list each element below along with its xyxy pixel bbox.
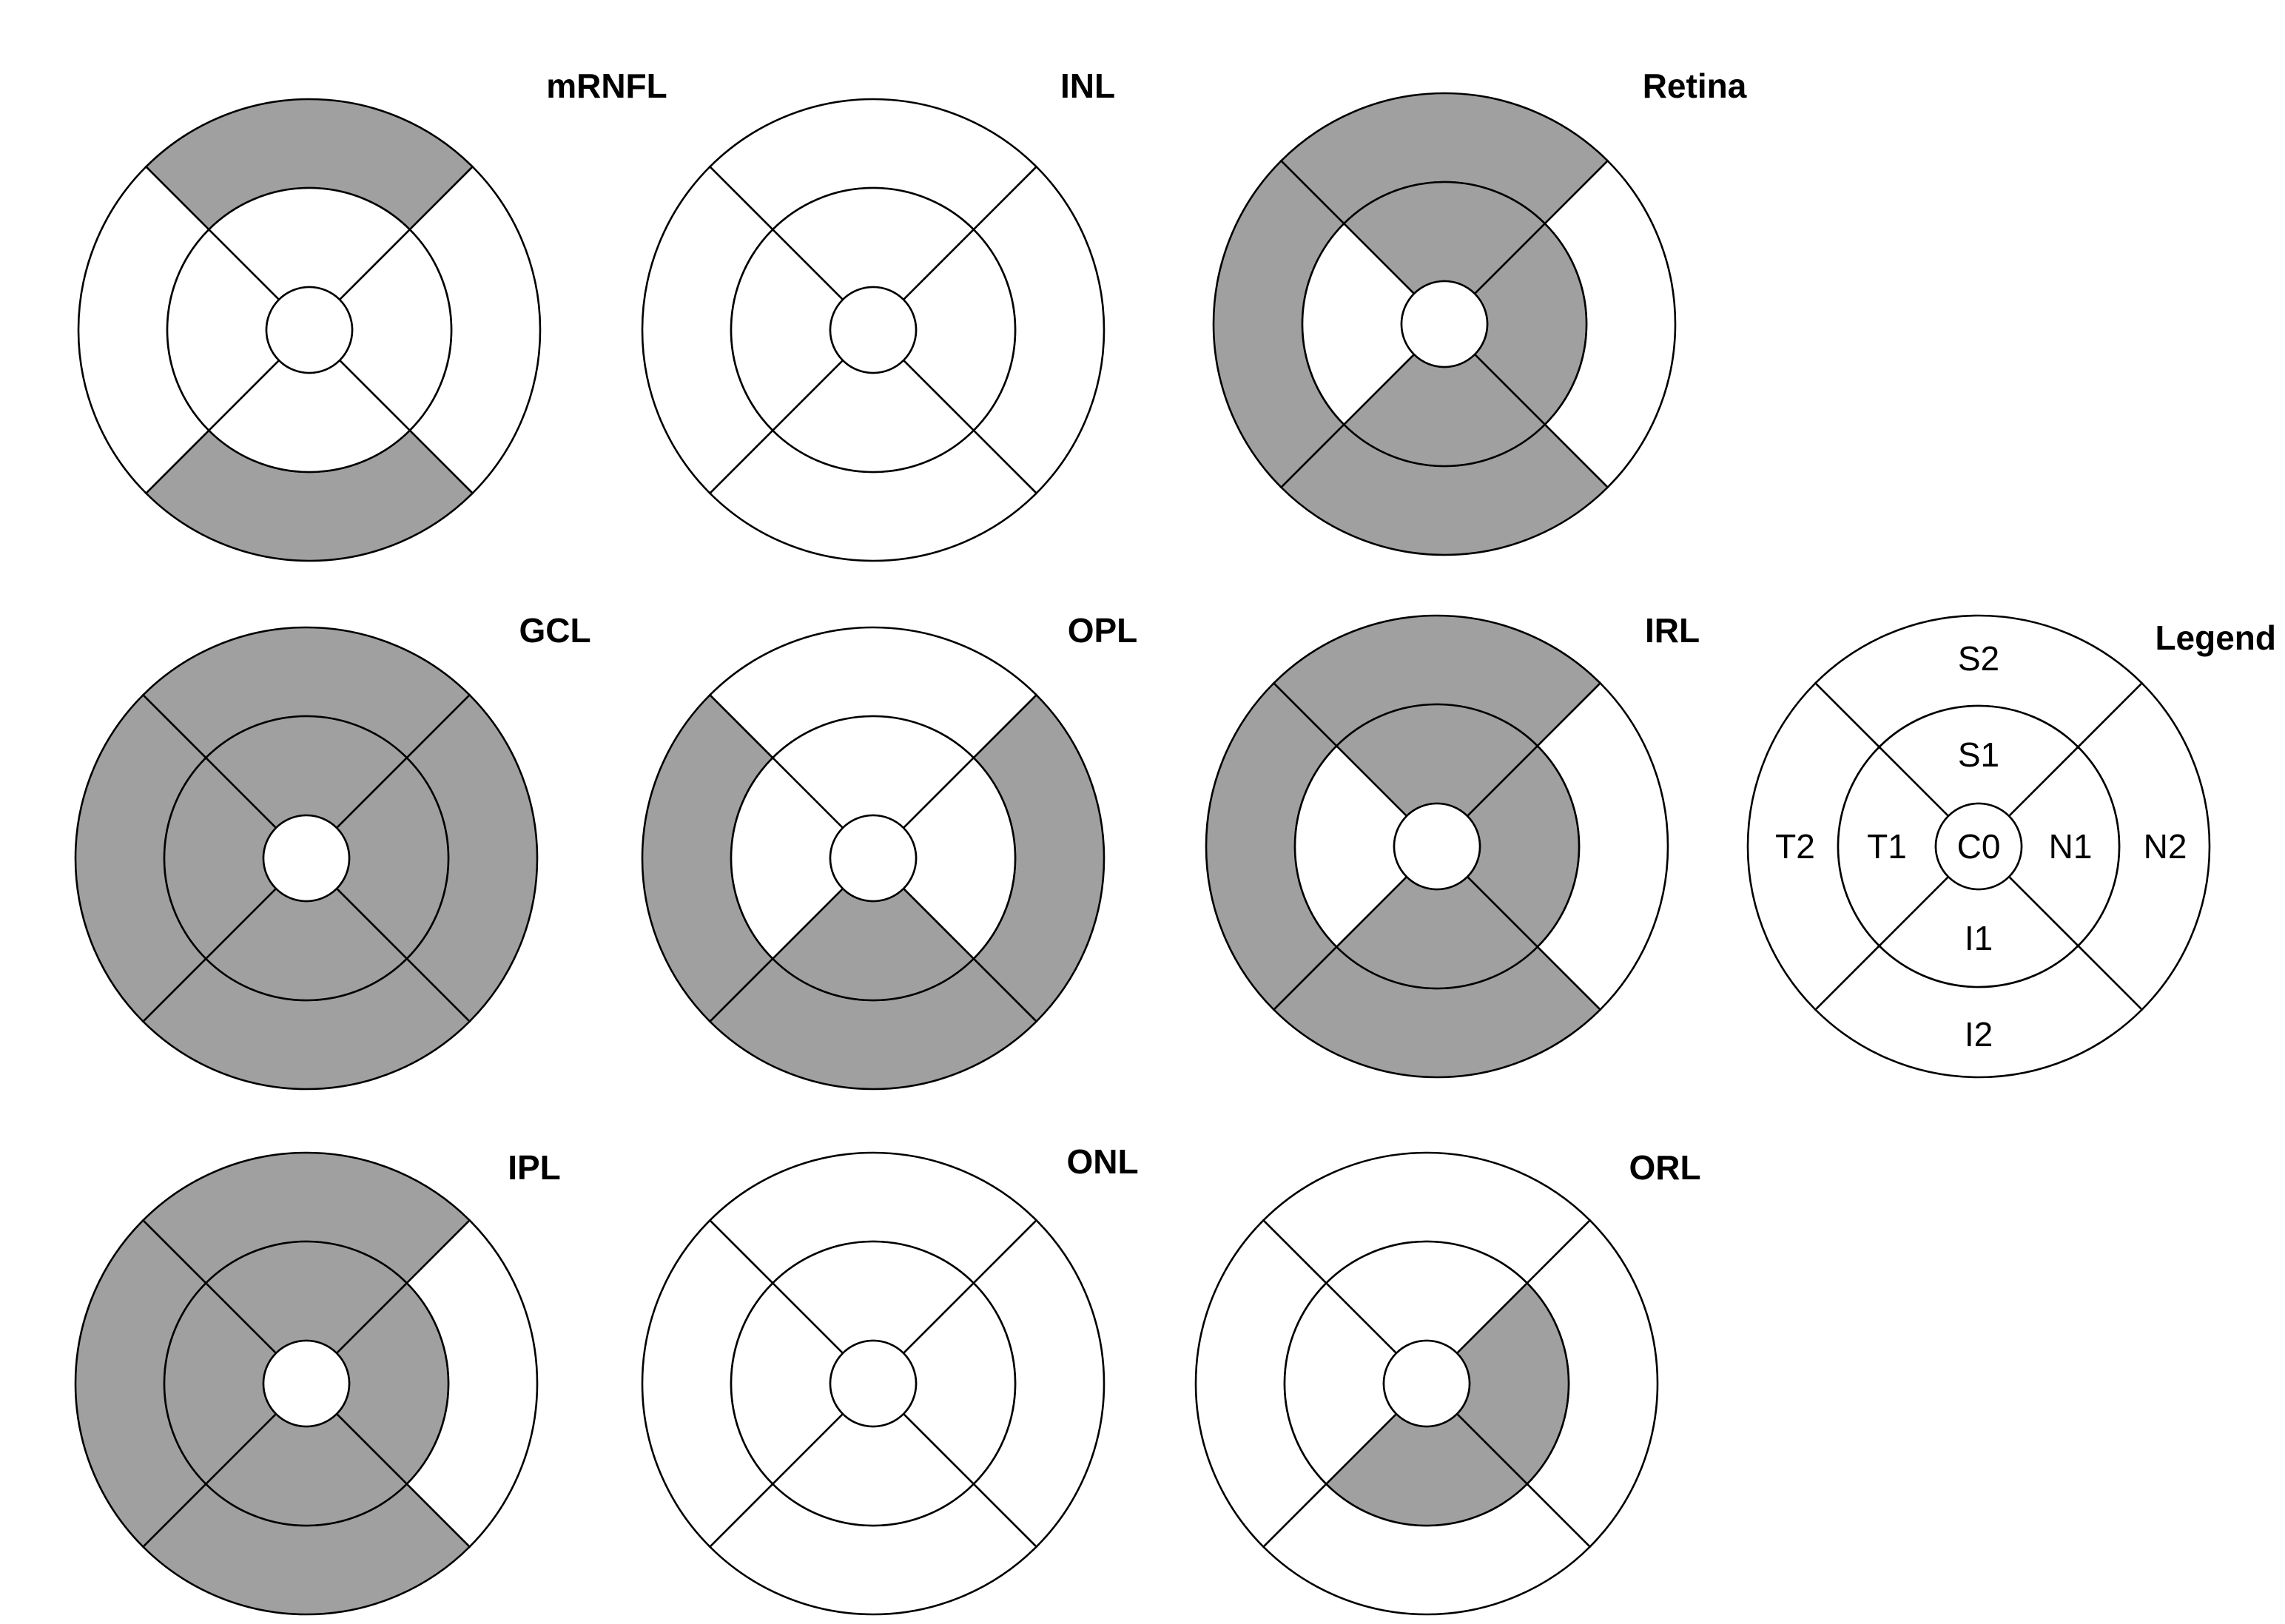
legend-label-c0: C0 bbox=[1957, 827, 2001, 866]
gcl-title: GCL bbox=[519, 611, 590, 650]
opl-sector-map bbox=[641, 626, 1106, 1091]
irl-sector-map bbox=[1205, 614, 1669, 1079]
legend-label-s1: S1 bbox=[1958, 735, 1999, 774]
gcl-sector-map bbox=[74, 626, 539, 1091]
legend-sector-c0 bbox=[1934, 802, 2023, 891]
onl-sector-c0 bbox=[829, 1339, 918, 1428]
orl-sector-c0 bbox=[1382, 1339, 1471, 1428]
onl-title: ONL bbox=[1066, 1142, 1138, 1181]
legend-label-s2: S2 bbox=[1958, 639, 1999, 678]
ipl-sector-map bbox=[74, 1151, 539, 1616]
inl-sector-map bbox=[641, 98, 1106, 562]
irl-title: IRL bbox=[1645, 611, 1700, 650]
onl-sector-map bbox=[641, 1151, 1106, 1616]
ipl-sector-c0 bbox=[262, 1339, 351, 1428]
retina-sector-c0 bbox=[1400, 280, 1489, 368]
inl-sector-c0 bbox=[829, 286, 918, 374]
mrnfl-title: mRNFL bbox=[546, 67, 667, 105]
legend-label-i2: I2 bbox=[1965, 1015, 1993, 1054]
legend-label-n1: N1 bbox=[2049, 827, 2093, 866]
legend-label-i1: I1 bbox=[1965, 919, 1993, 957]
inl-title: INL bbox=[1060, 67, 1115, 105]
gcl-sector-c0 bbox=[262, 814, 351, 903]
legend-label-n2: N2 bbox=[2144, 827, 2187, 866]
mrnfl-sector-c0 bbox=[265, 286, 354, 374]
orl-title: ORL bbox=[1629, 1148, 1700, 1187]
retina-title: Retina bbox=[1643, 67, 1747, 105]
retina-sector-map bbox=[1212, 92, 1677, 556]
opl-sector-c0 bbox=[829, 814, 918, 903]
ipl-title: IPL bbox=[508, 1148, 561, 1187]
mrnfl-sector-map bbox=[77, 98, 542, 562]
orl-sector-map bbox=[1194, 1151, 1659, 1616]
legend-label-t1: T1 bbox=[1867, 827, 1907, 866]
legend-sector-map bbox=[1746, 614, 2211, 1079]
irl-sector-c0 bbox=[1393, 802, 1481, 891]
opl-title: OPL bbox=[1068, 611, 1138, 650]
legend-title: Legend bbox=[2155, 619, 2276, 657]
legend-label-t2: T2 bbox=[1775, 827, 1815, 866]
